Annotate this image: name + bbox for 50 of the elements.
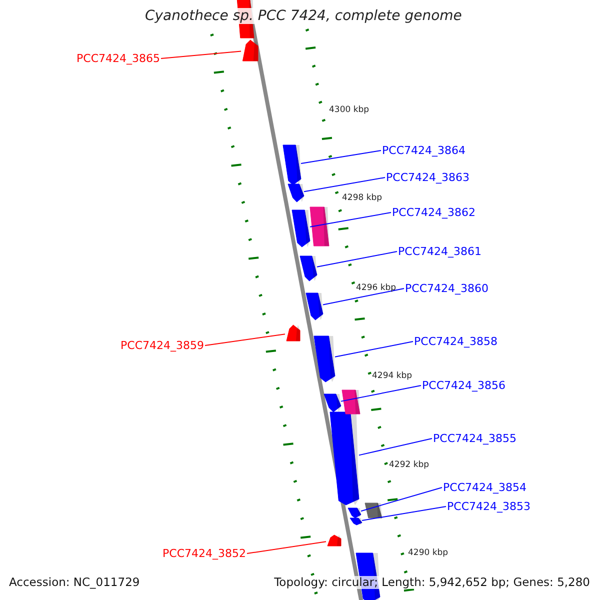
gene-feature [348,508,361,518]
leader-line [204,334,286,346]
gene-feature [365,503,382,518]
gene-feature [350,518,362,525]
scale-label: 4300 kbp [329,105,370,115]
leader-line [322,288,404,306]
scale-label: 4292 kbp [389,460,430,470]
scale-label: 4294 kbp [372,371,412,381]
leader-line [300,150,382,164]
gene-label: PCC7424_3863 [386,171,470,184]
gene-feature [285,325,300,341]
leader-line [362,506,446,521]
gene-feature [306,293,323,320]
title: Cyanothece sp. PCC 7424, complete genome [143,8,464,24]
gene-label: PCC7424_3852 [162,547,246,560]
leader-line [334,341,414,358]
gene-label: PCC7424_3855 [433,432,516,445]
gene-label: PCC7424_3865 [76,52,160,65]
info-text: Topology: circular; Length: 5,942,652 bp; Genes: 5,280 [274,576,590,589]
gene-feature [324,394,341,412]
gene-label: PCC7424_3853 [447,500,530,513]
gene-feature [342,390,360,414]
leader-line [310,212,392,228]
gene-feature [314,336,335,382]
scale-label: 4290 kbp [408,548,448,558]
gene-feature [241,40,258,61]
leader-line [316,251,398,268]
scale-label: 4296 kbp [356,283,396,293]
gene-label: PCC7424_3858 [414,335,498,348]
leader-line [360,487,442,512]
gene-feature [292,210,310,247]
gene-feature [288,184,304,202]
gene-label: PCC7424_3864 [382,144,466,157]
gene-feature [326,535,341,546]
gene-label: PCC7424_3856 [422,379,506,392]
leader-line [160,50,242,59]
gene-feature [330,412,359,505]
gene-feature [310,207,329,246]
leader-line [304,177,386,192]
leader-line [246,541,326,554]
gene-label: PCC7424_3854 [443,481,526,494]
scale-label: 4298 kbp [342,193,382,203]
gene-label: PCC7424_3861 [398,245,482,258]
gene-label: PCC7424_3862 [392,206,476,219]
leader-line [340,385,422,402]
gene-label: PCC7424_3859 [120,339,204,352]
gene-feature [300,256,317,281]
info-text: Accession: NC_011729 [9,576,140,589]
gene-label: PCC7424_3860 [405,282,488,295]
leader-line [358,438,432,456]
